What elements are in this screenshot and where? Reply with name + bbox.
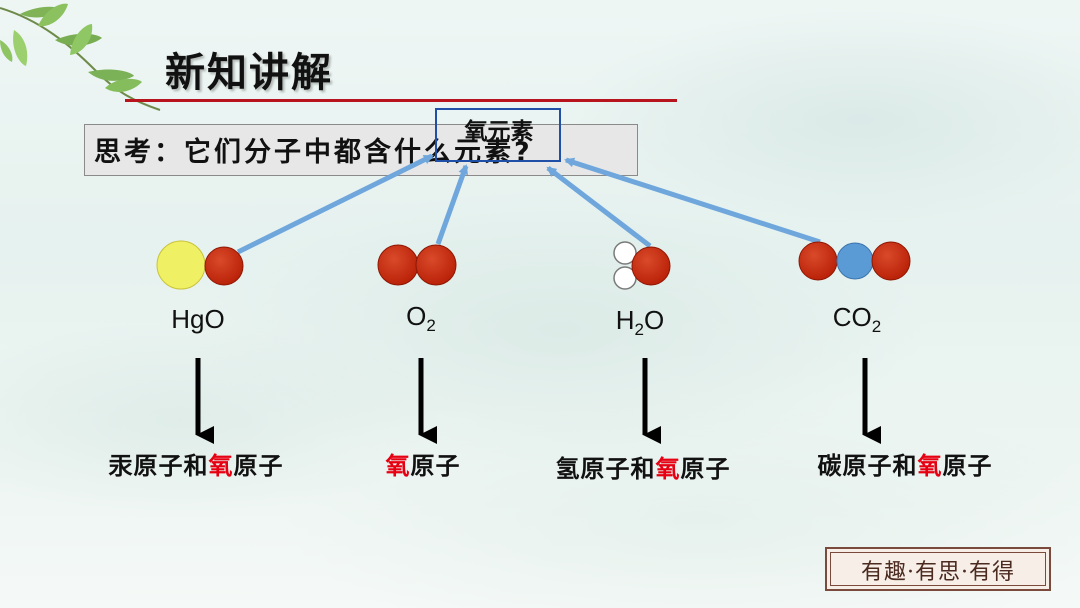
formula-hgo: HgO (138, 304, 258, 335)
question-box (84, 124, 638, 176)
formula-text: O (644, 305, 665, 335)
label-h2o-atoms: 氢原子和氧原子 (513, 449, 773, 484)
label-highlight: 氧 (385, 452, 411, 480)
carbon-atom (836, 242, 874, 280)
formula-subscript: 2 (871, 317, 882, 337)
slide-title: 新知讲解 (165, 50, 333, 96)
oxygen-atom (871, 241, 911, 281)
label-text: 碳原子和 (817, 452, 918, 480)
arrow-h2o-to-answer (546, 166, 652, 248)
o2-molecule (377, 244, 457, 286)
oxygen-atom (204, 246, 244, 286)
hydrogen-atom (613, 241, 637, 265)
label-hgo-atoms: 汞原子和氧原子 (66, 446, 326, 481)
label-text: 原子 (233, 452, 284, 480)
oxygen-atom (631, 246, 671, 286)
formula-text: H (615, 305, 635, 335)
oxygen-atom (377, 244, 419, 286)
label-text: 原子 (942, 452, 993, 480)
arrow-hgo-to-answer (236, 153, 434, 255)
label-text: 氢原子和 (555, 455, 656, 483)
label-highlight: 氧 (655, 455, 681, 483)
formula-co2: CO2 (797, 302, 917, 337)
co2-molecule (798, 241, 911, 281)
label-text: 原子 (680, 455, 731, 483)
formula-h2o: H2O (580, 305, 700, 340)
title-underline (125, 99, 677, 102)
label-co2-atoms: 碳原子和氧原子 (775, 446, 1035, 481)
footer-stamp-text: 有趣·有思·有得 (861, 560, 1015, 585)
arrow-o2-to-answer (435, 164, 469, 245)
hgo-molecule (156, 240, 244, 290)
oxygen-atom (798, 241, 838, 281)
label-text: 汞原子和 (108, 452, 209, 480)
formula-text: HgO (171, 304, 225, 334)
formula-subscript: 2 (634, 320, 644, 340)
formula-text: CO (832, 302, 872, 332)
label-text: 原子 (410, 452, 461, 480)
footer-stamp (825, 547, 1051, 591)
mercury-atom (156, 240, 206, 290)
question-text: 思考：它们分子中都含什么元素? (94, 137, 533, 168)
label-highlight: 氧 (208, 452, 234, 480)
answer-text: 氧元素 (464, 119, 534, 145)
label-highlight: 氧 (917, 452, 943, 480)
label-o2-atoms: 氧原子 (293, 446, 553, 481)
oxygen-atom (415, 244, 457, 286)
formula-subscript: 2 (426, 316, 436, 336)
arrow-co2-to-answer (564, 157, 821, 245)
answer-box (435, 108, 561, 162)
formula-text: O (406, 301, 427, 331)
formula-o2: O2 (361, 301, 481, 336)
h2o-molecule (613, 241, 671, 290)
